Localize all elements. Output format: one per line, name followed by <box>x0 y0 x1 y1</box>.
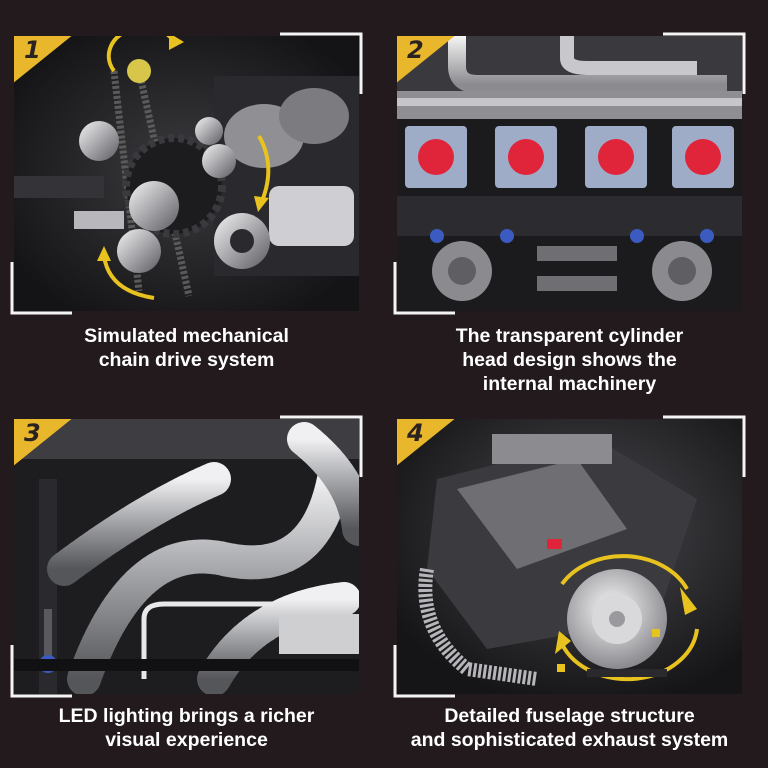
panel-caption: The transparent cylinder head design sho… <box>455 325 684 395</box>
panel-cylinder-head: 2 <box>397 36 742 311</box>
cylinder-head-photo <box>397 36 742 311</box>
chain-drive-photo <box>14 36 359 311</box>
panel-chain-drive: 1 <box>14 36 359 311</box>
panel-number: 4 <box>407 419 424 447</box>
panel-caption: Detailed fuselage structure and sophisti… <box>410 705 729 751</box>
panel-caption: Simulated mechanical chain drive system <box>84 325 289 371</box>
panel-exhaust-system: 4 <box>397 419 742 694</box>
panel-number: 2 <box>407 36 424 64</box>
exhaust-system-photo <box>397 419 742 694</box>
panel-caption: LED lighting brings a richer visual expe… <box>58 705 315 751</box>
panel-number: 3 <box>24 419 41 447</box>
panel-led-lighting: 3 <box>14 419 359 694</box>
led-lighting-photo <box>14 419 359 694</box>
panel-number: 1 <box>24 36 41 64</box>
